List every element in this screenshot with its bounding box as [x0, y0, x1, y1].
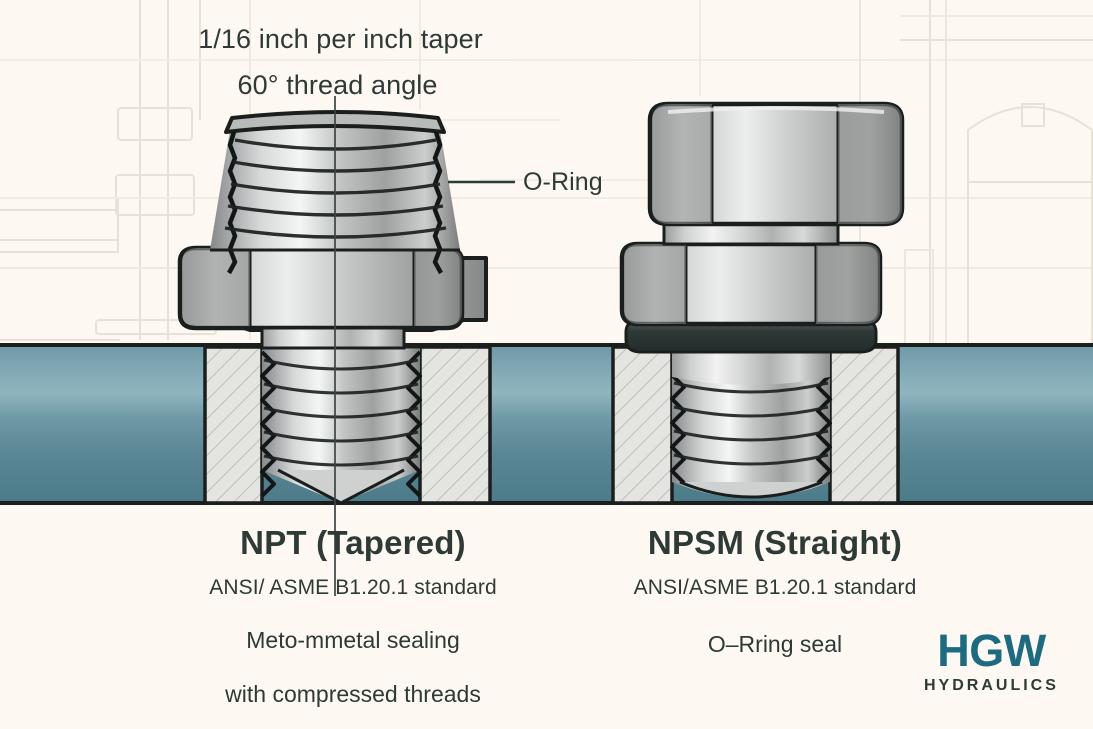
npsm-fitting — [611, 101, 905, 505]
hgw-hydraulics-logo: HGW HYDRAULICS — [924, 628, 1059, 694]
sketch-tank-right — [900, 0, 1093, 345]
taper-annotation: 1/16 inch per inch taper — [0, 24, 1093, 55]
npsm-oring-seal — [624, 318, 878, 354]
npsm-lower-hex-nut — [619, 241, 883, 327]
npt-standard: ANSI/ ASME B1.20.1 standard — [209, 575, 497, 599]
npt-fitting — [177, 96, 492, 596]
oring-annotation: O-Ring — [523, 168, 603, 196]
npsm-buried-thread-body — [670, 345, 832, 499]
npsm-upper-hex-nut — [647, 101, 905, 227]
taper-annotation-text: 1/16 inch per inch taper — [198, 24, 483, 54]
thread-angle-annotation: 60° thread angle — [0, 70, 1093, 101]
logo-wordmark: HGW — [937, 625, 1046, 676]
npt-seal-line1: Meto-mmetal sealing — [246, 626, 460, 653]
npt-hex-nut — [177, 245, 488, 332]
npt-port-block — [203, 345, 492, 505]
npt-shoulder — [260, 326, 406, 350]
npt-seal-line2: with compressed threads — [225, 680, 481, 707]
npt-caption-block: NPT (Tapered) ANSI/ ASME B1.20.1 standar… — [88, 525, 618, 708]
logo-subtitle: HYDRAULICS — [924, 677, 1059, 694]
npt-buried-thread-body — [260, 345, 422, 505]
fluid-pipe-band — [0, 343, 1093, 505]
npsm-title: NPSM (Straight) — [647, 524, 903, 561]
npsm-caption-block: NPSM (Straight) ANSI/ASME B1.20.1 standa… — [560, 525, 990, 658]
thread-angle-annotation-text: 60° thread angle — [237, 70, 438, 100]
npsm-seal-line1: O–Rring seal — [707, 630, 843, 657]
npt-title: NPT (Tapered) — [240, 524, 466, 561]
npsm-standard: ANSI/ASME B1.20.1 standard — [633, 575, 917, 599]
